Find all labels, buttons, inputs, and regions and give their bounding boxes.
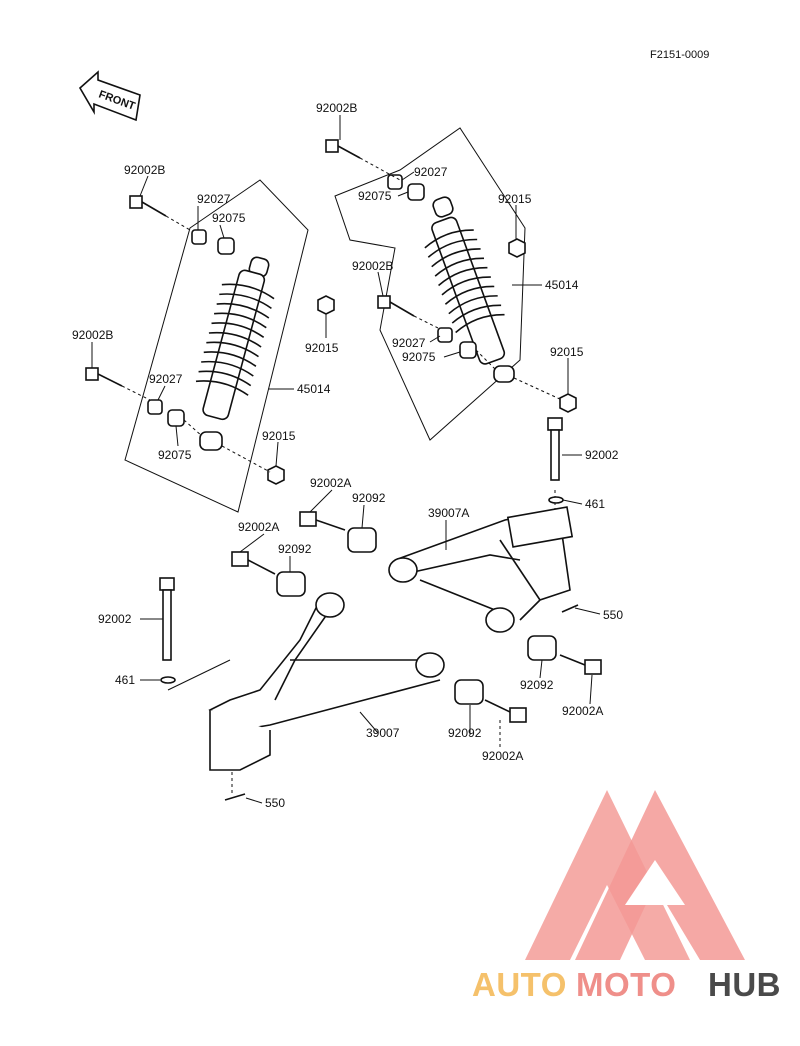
label-45014-right: 45014 — [545, 278, 579, 292]
bushings — [224, 511, 602, 801]
label-92027-right: 92027 — [414, 165, 448, 179]
label-550-right: 550 — [603, 608, 623, 622]
front-direction-arrow: FRONT — [78, 70, 141, 122]
label-92075-left: 92075 — [212, 211, 246, 225]
label-92015-right: 92015 — [498, 192, 532, 206]
wordmark-hub: HUB — [708, 966, 781, 1003]
right-shock-absorber — [424, 196, 515, 383]
label-45014-left: 45014 — [297, 382, 331, 396]
label-461-right: 461 — [585, 497, 605, 511]
hardware-bolts — [85, 139, 577, 485]
label-92002B-top: 92002B — [316, 101, 357, 115]
label-92002A-2: 92002A — [238, 520, 279, 534]
label-92092-1: 92092 — [352, 491, 386, 505]
label-92092-4: 92092 — [448, 726, 482, 740]
label-92002A-1: 92002A — [310, 476, 351, 490]
label-92075-left-lower: 92075 — [158, 448, 192, 462]
label-92075-right: 92075 — [358, 189, 392, 203]
automotohub-logo — [525, 790, 745, 960]
label-92002-right: 92002 — [585, 448, 619, 462]
left-long-bolt — [159, 577, 176, 684]
label-92092-2: 92092 — [278, 542, 312, 556]
automotohub-wordmark: AUTO MOTO HUB — [472, 966, 781, 1003]
leader-lines — [91, 115, 601, 804]
label-39007: 39007 — [366, 726, 400, 740]
label-92027-left: 92027 — [197, 192, 231, 206]
label-92027-right-lower: 92027 — [392, 336, 426, 350]
right-a-arm — [388, 506, 574, 633]
label-92092-3: 92092 — [520, 678, 554, 692]
label-550-left: 550 — [265, 796, 285, 810]
left-shock-absorber — [195, 256, 275, 451]
wordmark-auto: AUTO — [472, 966, 567, 1003]
left-a-arm — [208, 592, 445, 771]
label-92015-mid: 92015 — [305, 341, 339, 355]
label-92002B-left-lower: 92002B — [72, 328, 113, 342]
left-shock-frame — [124, 179, 309, 513]
wordmark-moto: MOTO — [576, 966, 676, 1003]
part-labels: 92002B 92027 92075 92015 92002B 45014 92… — [72, 101, 623, 810]
label-92027-left-lower: 92027 — [149, 372, 183, 386]
label-92002B-right: 92002B — [352, 259, 393, 273]
label-92002-left: 92002 — [98, 612, 132, 626]
label-92015-right-lower: 92015 — [550, 345, 584, 359]
label-92002A-3: 92002A — [562, 704, 603, 718]
label-92075-right-lower: 92075 — [402, 350, 436, 364]
drawing-code: F2151-0009 — [650, 49, 709, 61]
right-shock-frame — [334, 127, 526, 441]
right-long-bolt — [547, 417, 564, 504]
label-92015-left: 92015 — [262, 429, 296, 443]
label-92002A-4: 92002A — [482, 749, 523, 763]
label-39007A: 39007A — [428, 506, 469, 520]
label-461-left: 461 — [115, 673, 135, 687]
label-92002B-left-top: 92002B — [124, 163, 165, 177]
